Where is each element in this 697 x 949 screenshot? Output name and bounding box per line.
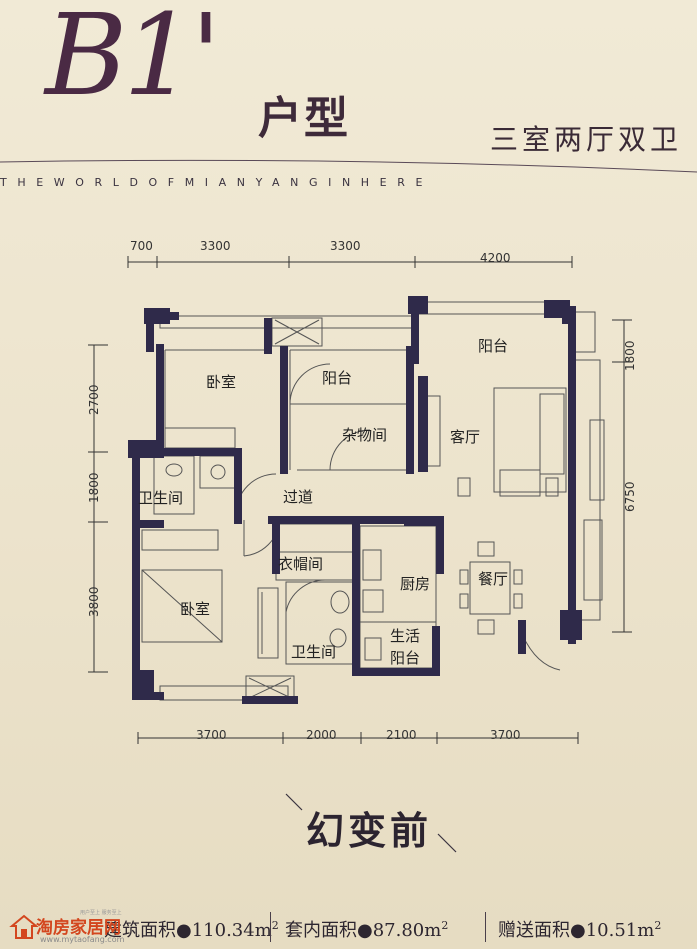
inner-area-value: 87.80m [372,920,442,941]
dim-left-3: 3800 [87,586,101,617]
dim-top-2: 3300 [200,239,231,253]
floor-plan: 700 3300 3300 4200 3700 2000 2100 3700 2… [87,239,637,744]
plan-caption: 幻变前 [306,808,433,853]
dim-top-3: 3300 [330,239,361,253]
dim-right-2: 6750 [623,481,637,512]
footer-divider [485,912,486,942]
room-corridor: 过道 [283,488,313,506]
dim-left-1: 2700 [87,384,101,415]
room-balcony-mid: 阳台 [322,369,352,387]
building-area-value: 110.34m [191,920,272,941]
room-balcony-top-right: 阳台 [478,337,508,355]
dim-top-4: 4200 [480,251,511,265]
dim-bottom-4: 3700 [490,728,521,742]
room-storage: 杂物间 [342,426,387,444]
bullet-icon: ● [176,920,192,941]
room-cloakroom: 衣帽间 [278,555,323,573]
model-title-label: 户型 [258,93,350,144]
watermark-url: www.mytaofang.com [40,935,125,944]
room-kitchen: 厨房 [400,575,430,593]
unit-sup: 2 [654,919,662,932]
watermark-slogan: 用户至上 服务至上 [80,910,122,916]
bonus-area-label: 赠送面积 [498,920,570,941]
building-area: 建筑面积●110.34m2 [104,916,279,942]
dim-bottom-1: 3700 [196,728,227,742]
bonus-area-value: 10.51m [585,920,655,941]
room-service-balcony-line2: 阳台 [390,649,420,667]
room-bathroom-bottom: 卫生间 [291,643,336,661]
dim-bottom-2: 2000 [306,728,337,742]
dim-bottom-3: 2100 [386,728,417,742]
footer-divider [270,912,271,942]
room-bedroom-top: 卧室 [206,373,236,391]
dim-top-1: 700 [130,239,153,253]
bonus-area: 赠送面积●10.51m2 [498,916,661,942]
inner-area-label: 套内面积 [285,920,357,941]
room-bedroom-bottom: 卧室 [180,600,210,618]
bullet-icon: ● [357,920,373,941]
tagline: THEWORLDOFMIANYANGINHERE [0,176,434,189]
room-config-subtitle: 三室两厅双卫 [490,123,683,156]
model-title-script: B1' [45,0,221,121]
watermark-logo [9,914,39,939]
room-service-balcony-line1: 生活 [390,627,420,645]
building-area-label: 建筑面积 [104,920,176,941]
header-divider [0,159,697,173]
room-bathroom-left: 卫生间 [138,489,183,507]
caption-brackets [285,793,457,853]
inner-area: 套内面积●87.80m2 [285,916,448,942]
unit-sup: 2 [271,919,279,932]
unit-sup: 2 [441,919,449,932]
room-dining: 餐厅 [478,570,508,588]
dim-left-2: 1800 [87,472,101,503]
room-living: 客厅 [450,428,480,446]
dim-right-1: 1800 [623,340,637,371]
watermark-brand: 淘房家居网 [36,918,121,938]
bullet-icon: ● [570,920,586,941]
